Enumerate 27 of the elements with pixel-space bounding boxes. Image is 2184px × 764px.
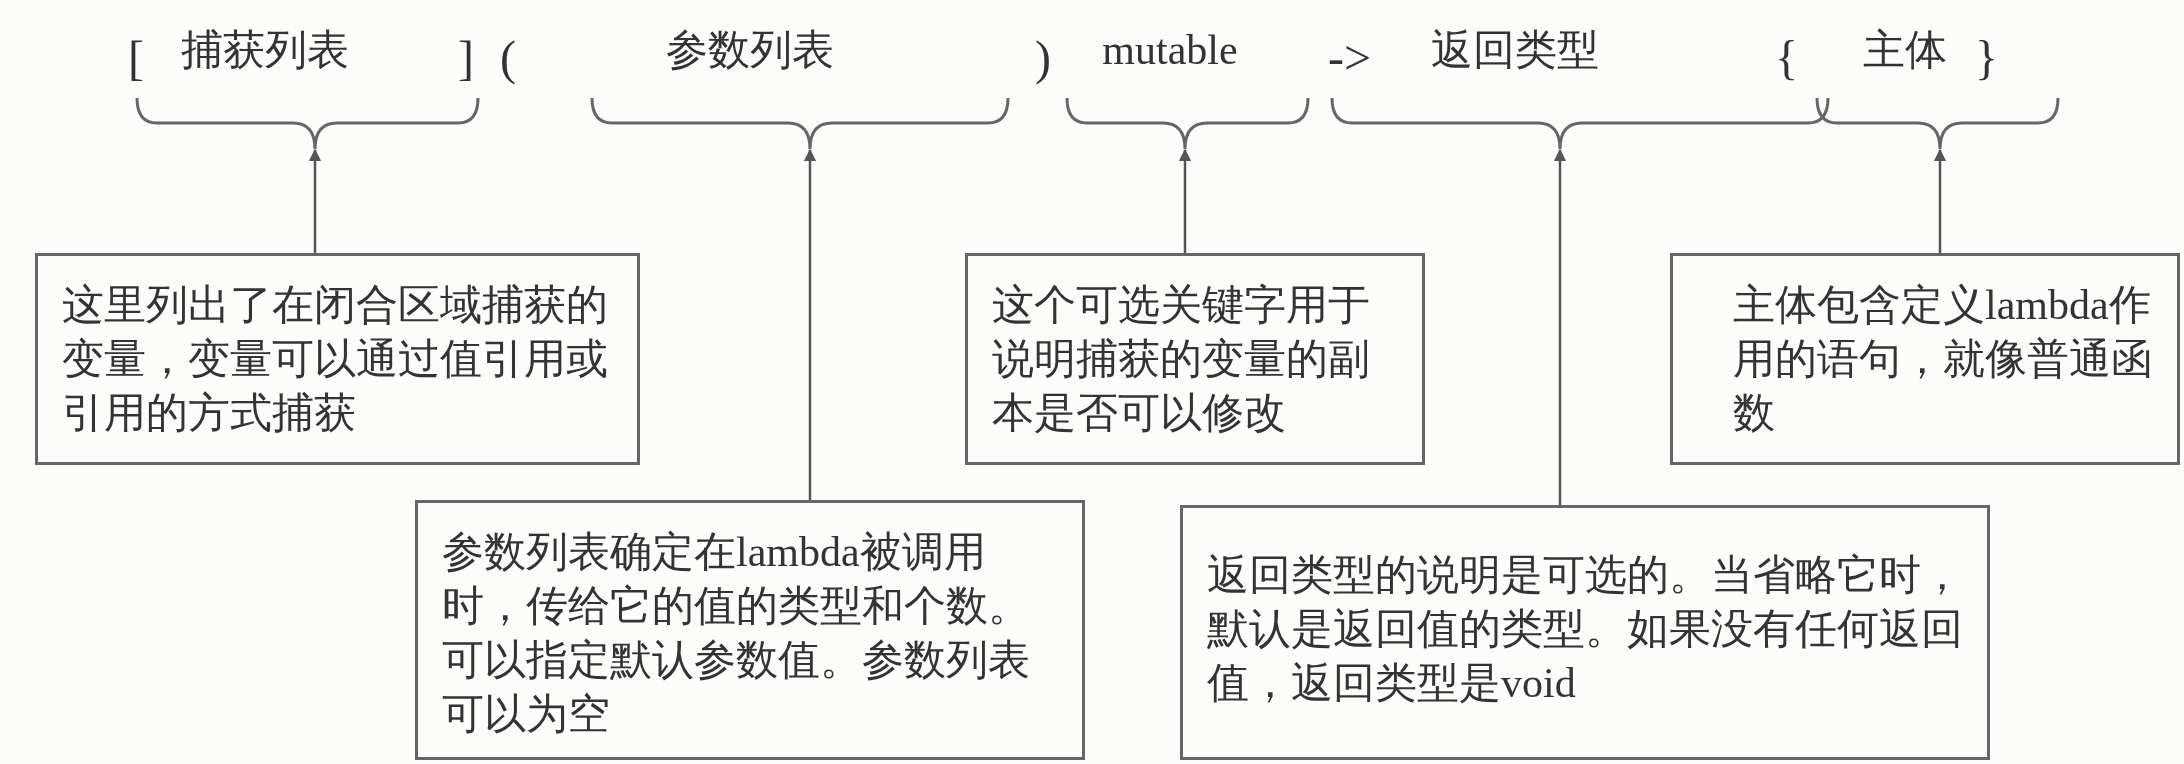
arrow (1178, 148, 1192, 253)
annotation-box (415, 500, 1085, 760)
syntax-symbol: ) (1035, 30, 1051, 87)
annotation-box (1670, 253, 2180, 465)
description-text: 这里列出了在闭合区域捕获的变量，变量可以通过值引用或引用的方式捕获 (62, 281, 609, 438)
description-text: 参数列表确定在lambda被调用时，传给它的值的类型和个数。可以指定默认参数值。参数列表可以为空 (442, 528, 1031, 739)
syntax-symbol: -> (1328, 30, 1372, 86)
annotation-box (35, 253, 640, 465)
arrow (1553, 148, 1567, 505)
description-text: 这个可选关键字用于说明捕获的变量的副本是否可以修改 (992, 281, 1371, 438)
arrow (308, 148, 322, 253)
syntax-symbol: [ (128, 30, 144, 86)
syntax-element: 参数列表 (666, 26, 834, 75)
syntax-element: mutable (1102, 26, 1238, 75)
syntax-element: 返回类型 (1431, 26, 1599, 75)
syntax-element: 捕获列表 (181, 26, 349, 75)
arrow (1933, 148, 1947, 253)
syntax-symbol: ] (458, 30, 474, 86)
syntax-symbol: { (1775, 30, 1799, 86)
syntax-symbol: ( (500, 30, 516, 87)
description-text: 主体包含定义lambda作用的语句，就像普通函数 (1733, 281, 2153, 438)
description-text: 返回类型的说明是可选的。当省略它时，默认是返回值的类型。如果没有任何返回值，返回类型是void (1207, 551, 1963, 708)
arrow (803, 148, 817, 500)
annotation-box (965, 253, 1425, 465)
syntax-symbol: } (1975, 30, 1999, 86)
syntax-element: 主体 (1863, 26, 1947, 75)
annotation-box (1180, 505, 1990, 760)
